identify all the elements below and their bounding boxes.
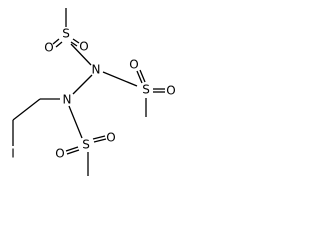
bond-s3-o6-b — [93, 138, 107, 143]
bond-s1-o1-a — [52, 38, 60, 45]
atom-o3: O — [129, 58, 138, 72]
chemical-structure: O S O N S O O N I S O O — [11, 8, 176, 176]
bond-n1-s2 — [102, 71, 138, 87]
bond-s2-o3-a — [136, 70, 143, 84]
bond-n2-s3 — [68, 105, 83, 139]
atom-labels: O S O N S O O N I S O O — [11, 27, 176, 161]
atom-s2: S — [142, 83, 150, 97]
atom-o6: O — [106, 131, 115, 145]
bond-n1-n2 — [72, 74, 93, 95]
atom-o5: O — [55, 147, 64, 161]
structure-canvas: O S O N S O O N I S O O — [11, 8, 176, 176]
atom-n2: N — [63, 93, 72, 107]
atom-o4: O — [166, 84, 175, 98]
bond-s1-o1-b — [55, 41, 63, 48]
atom-s3: S — [82, 138, 90, 152]
atom-i1: I — [11, 147, 15, 161]
bond-s3-o6-a — [92, 135, 106, 140]
atom-o2: O — [79, 40, 88, 54]
atom-n1: N — [92, 63, 101, 77]
bonds — [12, 8, 165, 176]
bond-s1-n1 — [70, 43, 92, 66]
bond-s1-o2-b — [70, 41, 78, 47]
bond-s3-o5-b — [66, 149, 80, 155]
bond-c3-c4 — [12, 98, 41, 121]
atom-o1: O — [44, 41, 53, 55]
atom-s1: S — [62, 27, 70, 41]
bond-s2-o3-b — [139, 69, 146, 83]
bond-s1-o2-a — [72, 38, 80, 44]
bond-s3-o5-a — [65, 146, 79, 152]
